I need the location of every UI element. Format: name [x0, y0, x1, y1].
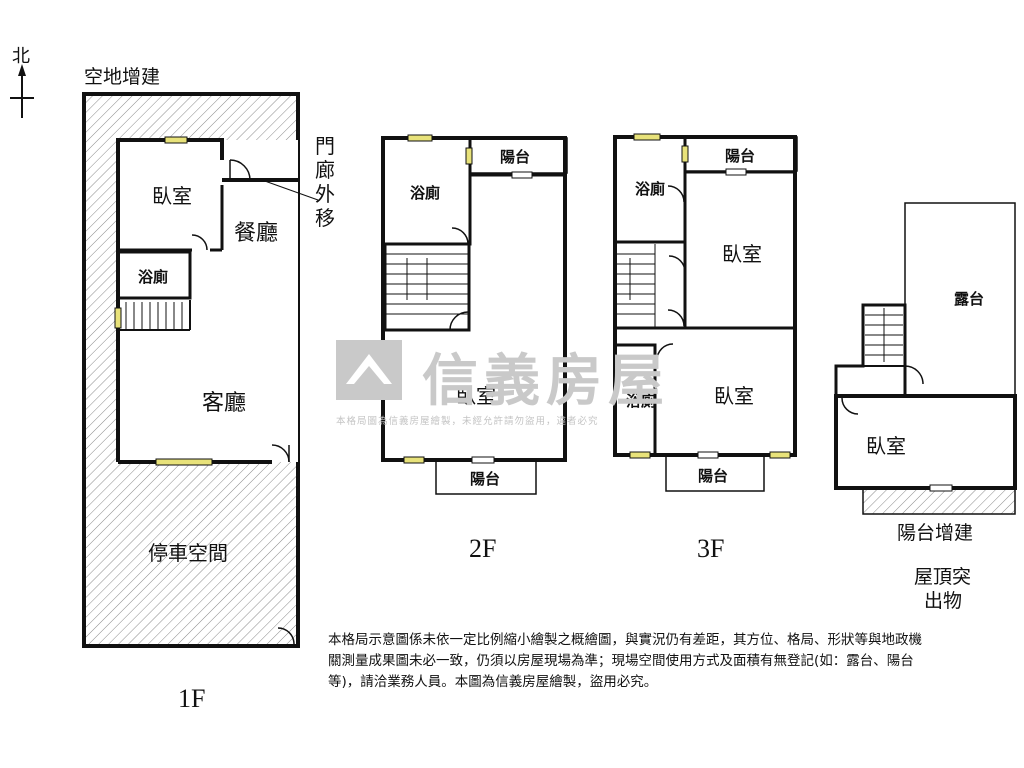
floor2-label: 2F	[469, 534, 497, 563]
floor3-balcony-top-label: 陽台	[725, 147, 756, 165]
floor1-dining-label: 餐廳	[234, 221, 279, 246]
floor3-bath-bottom-label: 浴廁	[626, 392, 657, 410]
floor1-living-label: 客廳	[202, 391, 247, 416]
floor1-plan	[82, 92, 319, 648]
floor2-bath-label: 浴廁	[410, 184, 441, 202]
floor3-bath-top-label: 浴廁	[635, 180, 666, 198]
floor1-door-note: 門 廊 外 移	[315, 134, 335, 230]
floor1-parking-label: 停車空間	[148, 541, 228, 565]
floor2-plan	[381, 134, 568, 495]
floor2-balcony-bottom-label: 陽台	[470, 470, 501, 488]
watermark-notice: 本格局圖為信義房屋繪製，未經允許請勿盜用，違者必究	[336, 416, 599, 427]
roof-balcony-addition-label: 陽台增建	[897, 522, 974, 544]
floor3-label: 3F	[697, 534, 725, 563]
roof-label-line1: 屋頂突	[914, 566, 972, 588]
floor1-bedroom-label: 臥室	[152, 184, 192, 208]
floor3-bedroom-top-label: 臥室	[722, 242, 762, 266]
roof-label-line2: 出物	[924, 590, 963, 612]
roof-bedroom-label: 臥室	[866, 434, 906, 458]
floor1-addition-label: 空地增建	[84, 66, 161, 88]
floor3-bedroom-bottom-label: 臥室	[714, 384, 754, 408]
floor1-bath-label: 浴廁	[138, 268, 169, 286]
roof-plan	[834, 202, 1017, 515]
north-label: 北	[12, 46, 30, 67]
north-arrow-icon	[10, 64, 34, 118]
floor3-plan	[613, 133, 798, 492]
floor2-balcony-top-label: 陽台	[500, 148, 531, 166]
brand-logo-icon	[336, 340, 402, 400]
watermark-brand: 信義房屋	[422, 349, 670, 414]
roof-terrace-label: 露台	[954, 290, 985, 308]
floor3-balcony-bottom-label: 陽台	[698, 467, 729, 485]
disclaimer-text: 本格局示意圖係未依一定比例縮小繪製之概繪圖，與實況仍有差距，其方位、格局、形狀等…	[328, 632, 922, 690]
watermark: 信義房屋 本格局圖為信義房屋繪製，未經允許請勿盜用，違者必究	[336, 340, 696, 430]
floor2-bedroom-label: 臥室	[456, 384, 496, 408]
floor1-label: 1F	[178, 684, 206, 713]
